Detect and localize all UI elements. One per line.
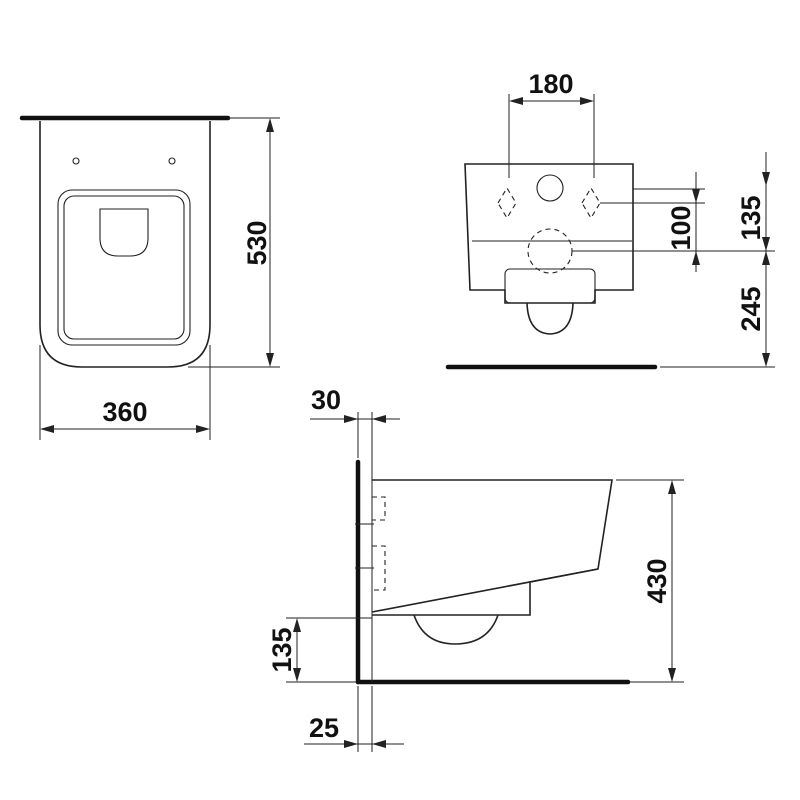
top-view-bowl-opening (99, 208, 149, 257)
front-view-drain-hole (527, 228, 573, 274)
front-view-outline (464, 163, 634, 304)
dim-30-arrow-right (372, 415, 386, 423)
dim-360-arrow-right (196, 425, 210, 433)
dim-30-label: 30 (311, 385, 341, 415)
top-view-fixing-hole-right (168, 157, 176, 165)
dim-245-arrow-bottom (762, 353, 770, 367)
dim-25-label: 25 (309, 713, 339, 743)
dim-245-label: 245 (736, 286, 766, 331)
top-view-fixing-hole-left (72, 157, 80, 165)
side-view: 30 430 135 25 (267, 385, 684, 752)
dim-530-arrow-bottom (266, 353, 274, 367)
front-view-fixing-hole-left (497, 186, 517, 220)
dim-245-arrow-top (762, 251, 770, 265)
dim-135-arrow-bottom (762, 237, 770, 251)
dim-430-label: 430 (642, 558, 672, 603)
front-view-seat-panel (504, 268, 596, 304)
dim-135-arrow-top (762, 172, 770, 186)
dim-100-arrow-bottom (692, 251, 700, 265)
dim-360-label: 360 (102, 397, 147, 427)
dim-180-label: 180 (528, 69, 573, 99)
dim-135-label: 135 (736, 195, 766, 240)
side-view-seat-line (371, 568, 599, 613)
dim-side-135-label: 135 (267, 627, 297, 672)
side-view-outline (372, 479, 613, 616)
front-view-flush-hole (536, 174, 564, 202)
dim-180-arrow-left (509, 97, 523, 105)
top-view-seat-inner (63, 195, 185, 340)
dim-100-label: 100 (666, 205, 696, 250)
dim-430-arrow-top (668, 480, 676, 494)
dim-25-arrow-right (372, 740, 386, 748)
dim-530-label: 530 (242, 220, 272, 265)
dim-25-arrow-left (344, 740, 358, 748)
top-view-seat-outer (57, 189, 191, 346)
dim-30-arrow-left (344, 415, 358, 423)
top-view: 530 360 (19, 115, 280, 440)
top-view-outline (39, 121, 211, 368)
front-view: 180 100 135 245 (445, 69, 775, 370)
dim-430-arrow-bottom (668, 668, 676, 682)
dim-180-arrow-right (580, 97, 594, 105)
side-view-outlet (413, 614, 499, 645)
dim-100-arrow-top (692, 189, 700, 203)
dim-side-135-arrow-top (293, 618, 301, 632)
dim-530-arrow-top (266, 118, 274, 132)
front-view-fixing-hole-right (581, 186, 601, 220)
dim-side-135-arrow-bottom (293, 668, 301, 682)
side-view-fixing-upper (372, 496, 386, 521)
dim-360-arrow-left (40, 425, 54, 433)
side-view-fixing-lower (372, 545, 386, 591)
front-view-outlet (526, 302, 574, 335)
